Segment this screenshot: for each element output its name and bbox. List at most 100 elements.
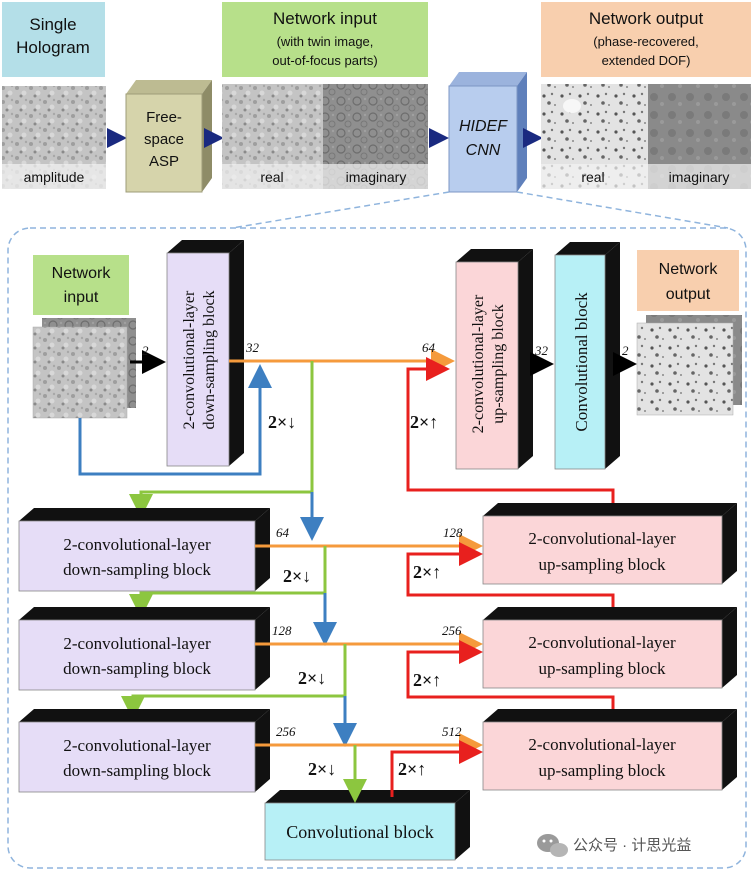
asp-line2: space bbox=[144, 131, 184, 148]
network-input-label-box bbox=[222, 2, 428, 77]
zoom-line-right bbox=[516, 191, 729, 229]
up1-line1: 2-convolutional-layer bbox=[528, 529, 676, 548]
zoom-line-left bbox=[231, 191, 450, 229]
network-output-subtitle-1: (phase-recovered, bbox=[593, 34, 699, 49]
up0-line1: 2-convolutional-layer bbox=[470, 294, 487, 433]
down2-side bbox=[255, 607, 270, 690]
cnn-line2: CNN bbox=[466, 142, 501, 159]
network-output-subtitle-2: extended DOF) bbox=[602, 53, 691, 68]
cnn-line1: HIDEF bbox=[459, 118, 508, 135]
down0-line1: 2-convolutional-layer bbox=[181, 290, 198, 429]
output-labels-strip bbox=[541, 164, 751, 189]
down-label-3: 2×↓ bbox=[308, 759, 336, 779]
down1-side bbox=[255, 508, 270, 591]
asp-box-side bbox=[202, 80, 212, 192]
asp-box-top bbox=[126, 80, 212, 94]
cnn-box-side bbox=[517, 72, 527, 192]
down-label-2: 2×↓ bbox=[298, 668, 326, 688]
down0-top bbox=[167, 240, 244, 253]
down3-line2: down-sampling block bbox=[63, 761, 211, 780]
up-label-3: 2×↑ bbox=[398, 759, 426, 779]
asp-line3: ASP bbox=[149, 153, 179, 170]
up0-side bbox=[518, 249, 533, 469]
up2-top bbox=[483, 607, 737, 620]
up1-line2: up-sampling block bbox=[538, 555, 666, 574]
conv-bottom-label: Convolutional block bbox=[286, 822, 434, 842]
up-label-0: 2×↑ bbox=[410, 412, 438, 432]
up2-side bbox=[722, 607, 737, 688]
down2-line2: down-sampling block bbox=[63, 659, 211, 678]
detail-output-image-front bbox=[636, 322, 734, 416]
down0-line2: down-sampling block bbox=[201, 290, 218, 429]
conv-top-side bbox=[605, 242, 620, 469]
detail-network-output-line1: Network bbox=[659, 261, 719, 278]
channel-c64: 64 bbox=[276, 525, 290, 540]
watermark-text: 公众号 · 计思光益 bbox=[573, 837, 691, 854]
input-to-down0-blue-arrow bbox=[78, 364, 272, 476]
down-label-1: 2×↓ bbox=[283, 566, 311, 586]
single-hologram-line1: Single bbox=[29, 15, 76, 34]
down3-side bbox=[255, 709, 270, 792]
channel-c128-down: 128 bbox=[272, 623, 292, 638]
conv-bottom-side bbox=[455, 790, 470, 860]
conv-top-front bbox=[554, 254, 606, 470]
up1-side bbox=[722, 503, 737, 584]
network-input-title: Network input bbox=[273, 9, 377, 28]
output-real-label: real bbox=[581, 169, 604, 185]
down2-front bbox=[18, 619, 256, 691]
network-output-title: Network output bbox=[589, 9, 704, 28]
up1-top bbox=[483, 503, 737, 516]
channel-c512-up: 512 bbox=[442, 724, 462, 739]
input-real-label: real bbox=[260, 169, 283, 185]
single-hologram-label-box bbox=[2, 2, 105, 77]
down0-side bbox=[229, 240, 244, 466]
down3-front bbox=[18, 721, 256, 793]
down-label-0: 2×↓ bbox=[268, 412, 296, 432]
up-label-1: 2×↑ bbox=[413, 562, 441, 582]
network-output-label-box bbox=[541, 2, 751, 77]
amplitude-label: amplitude bbox=[24, 169, 85, 185]
up2-line1: 2-convolutional-layer bbox=[528, 633, 676, 652]
conv-top-label: Convolutional block bbox=[572, 292, 591, 432]
network-input-subtitle-1: (with twin image, bbox=[277, 34, 374, 49]
up3-front bbox=[482, 721, 723, 791]
channel-c32: 32 bbox=[245, 340, 260, 355]
detail-network-input-label-box bbox=[33, 255, 129, 315]
down0-front bbox=[166, 252, 230, 467]
single-hologram-line2: Hologram bbox=[16, 38, 90, 57]
down-green-arrow-0 bbox=[129, 361, 314, 518]
down1-top bbox=[19, 508, 270, 521]
channel-c64-top: 64 bbox=[422, 340, 436, 355]
asp-box-front bbox=[125, 93, 203, 193]
conv-bottom-top bbox=[265, 790, 470, 803]
up2-front bbox=[482, 619, 723, 689]
channel-c256-up: 256 bbox=[442, 623, 462, 638]
up3-side bbox=[722, 709, 737, 790]
up-red-arrow-3 bbox=[390, 740, 483, 797]
up-red-arrow-2 bbox=[406, 640, 615, 714]
wechat-icon bbox=[537, 834, 568, 857]
up-red-arrow-0 bbox=[406, 357, 615, 512]
up3-line2: up-sampling block bbox=[538, 761, 666, 780]
up3-line1: 2-convolutional-layer bbox=[528, 735, 676, 754]
detail-network-output-line2: output bbox=[666, 286, 711, 303]
detail-frame bbox=[7, 227, 747, 869]
detail-network-input-line2: input bbox=[64, 289, 99, 306]
detail-network-input-line1: Network bbox=[52, 265, 112, 282]
output-imaginary-label: imaginary bbox=[669, 169, 730, 185]
network-input-subtitle-2: out-of-focus parts) bbox=[272, 53, 378, 68]
down2-line1: 2-convolutional-layer bbox=[63, 634, 211, 653]
detail-input-image-front bbox=[32, 326, 128, 419]
asp-line1: Free- bbox=[146, 109, 182, 126]
up0-top bbox=[456, 249, 533, 262]
channel-c256-down: 256 bbox=[276, 724, 296, 739]
down3-line1: 2-convolutional-layer bbox=[63, 736, 211, 755]
up3-top bbox=[483, 709, 737, 722]
down3-top bbox=[19, 709, 270, 722]
up-red-arrow-1 bbox=[406, 542, 615, 612]
conv-top-top bbox=[555, 242, 620, 255]
amplitude-label-strip bbox=[2, 164, 106, 189]
conv-bottom-front bbox=[264, 802, 456, 861]
down-green-arrow-1 bbox=[129, 546, 327, 618]
